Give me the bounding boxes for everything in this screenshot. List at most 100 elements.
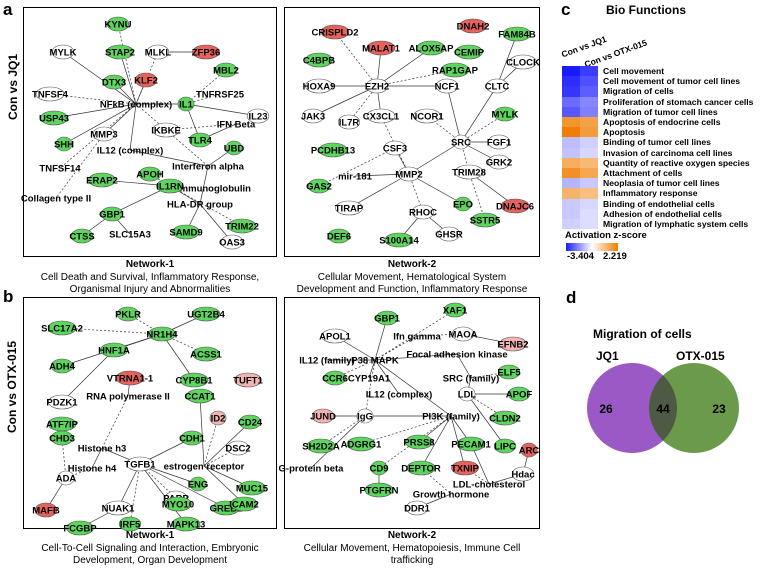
network-node[interactable]: MYO10 — [162, 496, 194, 512]
network-node[interactable]: MAFB — [32, 502, 60, 518]
network-node[interactable]: CD9 — [369, 460, 389, 476]
network-node[interactable]: HOXA9 — [303, 78, 336, 94]
network-node[interactable]: GRK2 — [486, 154, 512, 170]
network-node[interactable]: EZH2 — [365, 78, 389, 94]
network-node[interactable]: ELF5 — [497, 364, 521, 380]
network-node[interactable]: CDH1 — [179, 430, 206, 446]
network-node[interactable]: EPO — [453, 196, 473, 212]
network-node[interactable]: Ifn gamma — [393, 332, 441, 343]
network-node[interactable]: SLC15A3 — [109, 230, 151, 241]
network-node[interactable]: TXNIP — [451, 460, 480, 476]
network-node[interactable]: IL12 (complex) — [97, 146, 164, 157]
network-node[interactable]: G-protein beta — [279, 464, 345, 475]
network-node[interactable]: DNAH2 — [457, 18, 490, 34]
network-node[interactable]: TUFT1 — [233, 372, 263, 388]
network-node[interactable]: IgG — [356, 408, 374, 424]
network-node[interactable]: ATF7IP — [46, 416, 79, 432]
network-node[interactable]: NCOR1 — [410, 108, 444, 124]
network-node[interactable]: GHSR — [435, 226, 463, 242]
network-node[interactable]: CLDN2 — [489, 410, 521, 426]
network-node[interactable]: FAM84B — [498, 26, 536, 42]
network-node[interactable]: UBD — [224, 140, 245, 156]
network-node[interactable]: SRC (family) — [443, 374, 499, 385]
network-node[interactable]: Immunoglobulin — [177, 184, 251, 195]
network-node[interactable]: S100A14 — [379, 232, 420, 248]
network-node[interactable]: TNFSF4 — [32, 86, 69, 102]
network-node[interactable]: ZFP36 — [192, 44, 221, 60]
network-node[interactable]: CCAT1 — [185, 388, 217, 404]
network-node[interactable]: APOL1 — [319, 328, 352, 344]
network-node[interactable]: IKBKE — [151, 122, 181, 138]
network-node[interactable]: CX3CL1 — [363, 108, 400, 124]
network-node[interactable]: STAP2 — [105, 44, 135, 60]
network-node[interactable]: PTGFRN — [359, 482, 399, 498]
network-node[interactable]: HLA-DR group — [167, 200, 233, 211]
network-node[interactable]: RHOC — [409, 204, 437, 220]
network-node[interactable]: JAK3 — [301, 108, 325, 124]
network-node[interactable]: HNF1A — [98, 342, 130, 358]
network-node[interactable]: IL23 — [246, 108, 270, 124]
network-node[interactable]: SRC — [451, 134, 471, 150]
network-node[interactable]: TGFB1 — [124, 456, 156, 472]
network-node[interactable]: FCGBP — [63, 520, 97, 536]
network-node[interactable]: Histone h3 — [78, 444, 127, 455]
network-node[interactable]: FGF1 — [487, 134, 512, 150]
network-node[interactable]: KYNU — [105, 16, 132, 32]
network-node[interactable]: IL1 — [177, 96, 195, 112]
network-node[interactable]: MBL2 — [213, 62, 239, 78]
network-node[interactable]: ADH4 — [49, 358, 76, 374]
network-node[interactable]: Interferon alpha — [172, 162, 245, 173]
network-node[interactable]: SH2D2A — [302, 438, 340, 454]
network-node[interactable]: LDL — [458, 386, 477, 402]
network-node[interactable]: CYP19A1 — [348, 374, 391, 385]
network-node[interactable]: MYLK — [50, 44, 77, 60]
network-node[interactable]: NCF1 — [435, 78, 461, 94]
network-node[interactable]: SAMD9 — [169, 224, 203, 240]
network-node[interactable]: GAS2 — [306, 178, 332, 194]
network-node[interactable]: PECAM1 — [451, 436, 492, 452]
network-node[interactable]: RAP1GAP — [432, 62, 479, 78]
network-node[interactable]: JUND — [310, 408, 336, 424]
network-node[interactable]: CLOCK — [506, 54, 540, 70]
network-node[interactable]: PDZK1 — [46, 394, 78, 410]
network-node[interactable]: Focal adhesion kinase — [406, 350, 507, 361]
network-node[interactable]: C4BPB — [303, 52, 335, 68]
network-node[interactable]: PRSS8 — [403, 434, 435, 450]
network-node[interactable]: MAOA — [448, 326, 478, 342]
network-node[interactable]: NR1H4 — [146, 326, 178, 342]
network-node[interactable]: KLF2 — [134, 72, 158, 88]
network-node[interactable]: CLTC — [485, 78, 510, 94]
network-node[interactable]: GBP1 — [374, 310, 401, 326]
network-node[interactable]: LIPC — [493, 438, 517, 454]
network-node[interactable]: CYP8B1 — [176, 372, 214, 388]
network-node[interactable]: Histone h4 — [68, 464, 117, 475]
network-node[interactable]: TIRAP — [335, 200, 364, 216]
network-node[interactable]: P38 MAPK — [351, 356, 399, 367]
network-node[interactable]: ALOX5AP — [409, 40, 455, 56]
network-node[interactable]: MUC15 — [236, 480, 269, 496]
network-node[interactable]: DEF6 — [327, 228, 351, 244]
network-node[interactable]: MAPK13 — [167, 516, 206, 532]
network-node[interactable]: XAF1 — [443, 302, 468, 318]
network-node[interactable]: Collagen type II — [21, 194, 91, 205]
network-node[interactable]: EFNB2 — [497, 336, 529, 352]
network-node[interactable]: PCDHB13 — [311, 142, 355, 158]
network-node[interactable]: TNFSF14 — [39, 164, 81, 175]
network-node[interactable]: LDL-cholesterol — [453, 480, 525, 491]
network-node[interactable]: SSTR5 — [470, 212, 501, 228]
network-node[interactable]: GBP1 — [99, 206, 126, 222]
network-node[interactable]: TNFRSF25 — [196, 90, 245, 101]
network-node[interactable]: SLC17A2 — [41, 320, 83, 336]
network-node[interactable]: PKLR — [115, 306, 141, 322]
network-node[interactable]: TLR4 — [188, 132, 213, 148]
network-node[interactable]: ACSS1 — [190, 346, 223, 362]
network-node[interactable]: NFkB (complex) — [100, 100, 172, 111]
network-node[interactable]: ERAP2 — [86, 172, 118, 188]
network-node[interactable]: TRIM28 — [452, 164, 486, 180]
network-node[interactable]: CD24 — [238, 414, 263, 430]
network-node[interactable]: RNA polymerase II — [86, 392, 170, 403]
network-node[interactable]: MLKL — [145, 44, 172, 60]
network-node[interactable]: ICAM2 — [229, 496, 259, 512]
network-node[interactable]: IL1RN — [156, 178, 184, 194]
network-node[interactable]: TRIM22 — [225, 218, 259, 234]
